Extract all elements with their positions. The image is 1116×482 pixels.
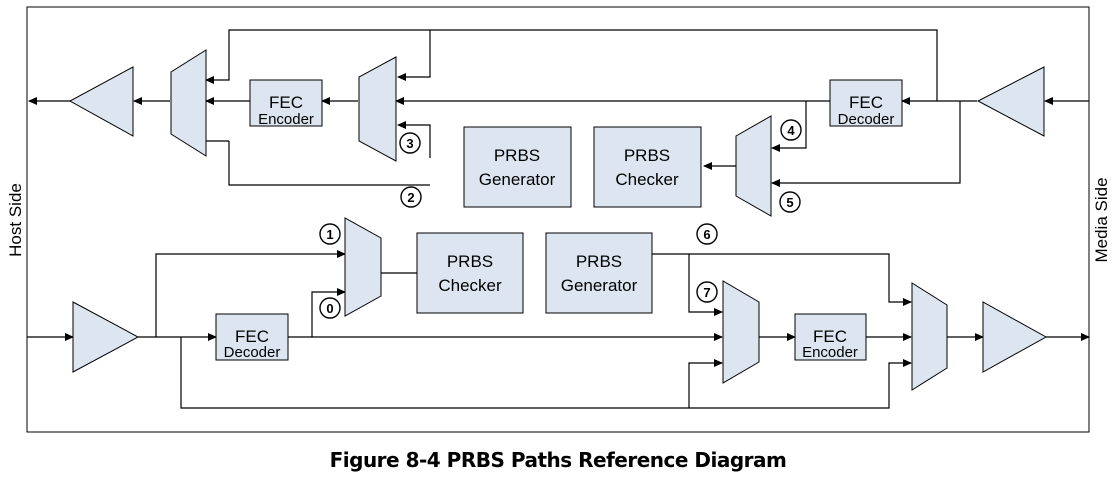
bottom-fec-decoder-label1: FEC [235,327,269,346]
svg-text:0: 0 [326,301,333,316]
bottom-mux-7 [722,280,760,384]
svg-text:6: 6 [703,227,710,242]
top-prbs-generator [463,126,572,208]
top-media-receiver [976,66,1045,137]
bottom-fec-encoder-label1: FEC [813,327,847,346]
top-prbs-checker [593,126,702,208]
marker-3: 3 [399,132,421,154]
top-mux-3 [358,56,397,162]
svg-text:5: 5 [786,195,793,210]
svg-text:4: 4 [787,123,795,138]
bottom-prbs-generator-label2: Generator [561,276,638,295]
top-path-wires [28,29,1089,187]
bottom-fec-encoder-label2: Encoder [802,344,858,361]
figure-caption: Figure 8-4 PRBS Paths Reference Diagram [329,448,787,472]
marker-0: 0 [319,297,341,319]
top-host-driver [68,66,134,137]
marker-7: 7 [696,281,718,303]
svg-text:3: 3 [406,136,413,151]
top-prbs-generator-label1: PRBS [494,146,540,165]
marker-2: 2 [400,186,422,208]
svg-text:7: 7 [703,285,710,300]
marker-1: 1 [319,223,341,245]
media-side-label: Media Side [1092,177,1111,262]
top-fec-encoder-label2: Encoder [258,111,314,128]
top-checker-mux [735,115,772,217]
bottom-fec-decoder-label2: Decoder [224,344,281,361]
bottom-output-mux [911,282,948,391]
svg-text:2: 2 [407,190,414,205]
bottom-prbs-checker [416,232,524,314]
bottom-prbs-checker-label2: Checker [438,276,502,295]
top-prbs-generator-label2: Generator [479,170,556,189]
marker-5: 5 [779,191,801,213]
bottom-prbs-generator [545,232,653,314]
host-side-label: Host Side [6,183,25,257]
top-output-mux [170,49,207,157]
bottom-media-driver [982,301,1048,373]
svg-text:1: 1 [326,227,333,242]
top-fec-decoder-label2: Decoder [838,111,895,128]
bottom-fec-encoder [794,313,867,361]
bottom-checker-mux [344,217,382,317]
top-fec-decoder [829,79,903,127]
marker-6: 6 [696,223,718,245]
bottom-prbs-checker-label1: PRBS [447,252,493,271]
diagram-frame [26,6,1090,433]
bottom-host-receiver [72,301,140,373]
top-fec-encoder [249,79,323,127]
bottom-fec-decoder [215,313,289,361]
bottom-prbs-generator-label1: PRBS [576,252,622,271]
top-prbs-checker-label1: PRBS [624,146,670,165]
top-fec-decoder-label1: FEC [849,93,883,112]
bottom-path-wires [27,250,1090,409]
top-prbs-checker-label2: Checker [615,170,679,189]
marker-4: 4 [780,119,802,141]
top-fec-encoder-label1: FEC [269,93,303,112]
